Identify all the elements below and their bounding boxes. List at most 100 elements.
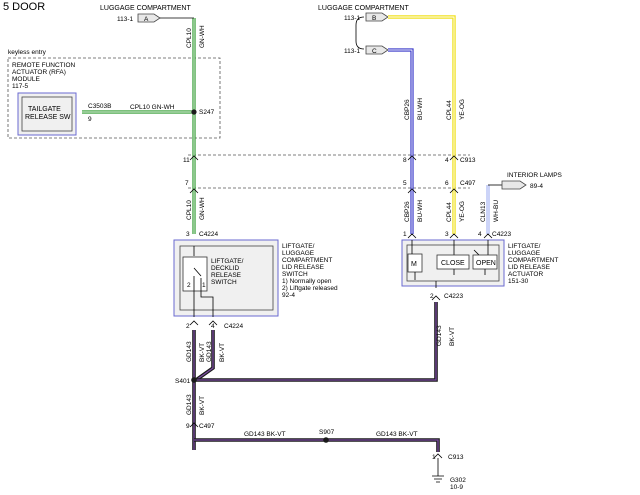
- actuator-ref: 151-30: [508, 278, 529, 285]
- connector-interior-lamps: INTERIOR LAMPS 89-4: [501, 172, 563, 190]
- c497-bot-pin: 9: [186, 423, 190, 430]
- c497-left-pin: 7: [185, 180, 189, 187]
- ground-symbol: [432, 458, 444, 483]
- rfa-module-line3: MODULE: [12, 76, 40, 83]
- c913-bot-marker: [433, 453, 443, 459]
- wire-cbp26-mid-circuit: CBP26: [404, 201, 411, 222]
- splice-s907-label: S907: [319, 429, 335, 436]
- liftgate-switch-ref: 92-4: [282, 292, 295, 299]
- wire-gd143-c-circuit: GD143: [186, 394, 193, 415]
- connector-c-letter: C: [372, 48, 377, 55]
- c4224-bot-pin-b: 4: [211, 323, 215, 330]
- wire-gd143-h1: GD143 BK-VT: [244, 431, 286, 438]
- actuator-close-label: CLOSE: [441, 260, 465, 267]
- connector-c: C 113-1: [344, 45, 389, 55]
- connector-a: A 113-1: [117, 13, 194, 23]
- connector-c3503b-id: C3503B: [88, 103, 112, 110]
- c4224-bot-pin-a: 2: [186, 323, 190, 330]
- wire-gd143-b-color: BK-VT: [219, 343, 226, 362]
- actuator-output-leads: [435, 269, 486, 288]
- c497-bot-id: C497: [199, 423, 215, 430]
- liftgate-switch-label2: LUGGAGE: [282, 250, 315, 257]
- interior-lamps-label: INTERIOR LAMPS: [507, 172, 563, 179]
- switch-pin-a: 2: [187, 282, 191, 289]
- switch-inner-line4: SWITCH: [211, 279, 237, 286]
- actuator-close-box: [436, 254, 470, 270]
- tailgate-sw-line2: RELEASE SW: [25, 114, 71, 121]
- c497-right-pin-a: 5: [403, 180, 407, 187]
- wire-cpl44-top-color: YE-OG: [459, 99, 466, 120]
- c913-right-pin-a: 8: [403, 157, 407, 164]
- bc-bracket: [355, 16, 365, 50]
- wire-cbp26: [388, 48, 414, 234]
- c913-right-id: C913: [460, 157, 476, 164]
- c497-right-id: C497: [460, 180, 476, 187]
- c4223-top-pin-a: 1: [403, 231, 407, 238]
- c913-right-pin-b: 4: [445, 157, 449, 164]
- splice-s401-dot: [191, 377, 197, 383]
- c4223-top-pin-c: 4: [478, 231, 482, 238]
- rfa-module-line2: ACTUATOR (RFA): [12, 69, 66, 76]
- switch-contact: [193, 246, 202, 291]
- left-inline-markers: [189, 155, 199, 194]
- c4223-bot-pin: 2: [430, 293, 434, 300]
- tailgate-release-sw-inner: [21, 96, 73, 132]
- switch-pin-b: 1: [202, 282, 206, 289]
- liftgate-switch-note2: 2) Liftgate released: [282, 285, 338, 292]
- tailgate-sw-line1: TAILGATE: [28, 106, 61, 113]
- section-luggage-right: LUGGAGE COMPARTMENT: [318, 5, 409, 12]
- wire-gd143-a-circuit: GD143: [186, 341, 193, 362]
- splice-s247-dot: [191, 109, 197, 115]
- liftgate-switch-label3: COMPARTMENT: [282, 257, 332, 264]
- wire-cpl10-mid-circuit: CPL10: [186, 200, 193, 220]
- right-inline-markers: [407, 155, 459, 194]
- wire-cbp26-mid-color: BU-WH: [417, 200, 424, 222]
- actuator-label4: LID RELEASE: [508, 264, 551, 271]
- c4223-bot-id: C4223: [444, 293, 464, 300]
- actuator-label5: ACTUATOR: [508, 271, 543, 278]
- wire-gd143-d-color: BK-VT: [449, 327, 456, 346]
- switch-inner-line2: DECKLID: [211, 265, 239, 272]
- c913-left-pin: 11: [183, 157, 190, 164]
- tailgate-release-sw-box: [17, 92, 77, 136]
- c4223-top-markers: [407, 233, 493, 239]
- connector-a-letter: A: [144, 16, 149, 23]
- c913-bot-id: C913: [448, 454, 464, 461]
- splice-s401-label: S401: [175, 378, 191, 385]
- connector-b-ref: 113-1: [344, 15, 361, 22]
- splice-s247-label: S247: [199, 109, 215, 116]
- wire-cpl44-top-circuit: CPL44: [446, 100, 453, 120]
- connector-b: B 113-1: [344, 12, 389, 22]
- switch-inner-line3: RELEASE: [211, 272, 242, 279]
- c497-bot-marker: [189, 422, 199, 428]
- c4223-top-id: C4223: [492, 231, 512, 238]
- keyless-entry-region: [7, 57, 221, 139]
- wire-cpl10: [82, 18, 197, 234]
- actuator-inner: [406, 244, 500, 282]
- wire-cpl44-mid-circuit: CPL44: [446, 202, 453, 222]
- splice-s907-dot: [323, 437, 329, 443]
- c4224-top-pin: 3: [186, 231, 190, 238]
- c4223-bot-marker: [431, 295, 441, 301]
- c4224-bot-markers: [189, 320, 218, 326]
- wire-gd143: [191, 302, 440, 452]
- connector-b-letter: B: [372, 15, 376, 22]
- section-luggage-left: LUGGAGE COMPARTMENT: [100, 5, 191, 12]
- wire-cln13-color: WH-BU: [493, 200, 500, 222]
- wire-gd143-b-circuit: GD143: [206, 341, 213, 362]
- switch-inner-line1: LIFTGATE/: [211, 258, 244, 265]
- wire-gd143-a-color: BK-VT: [199, 343, 206, 362]
- liftgate-switch-note1: 1) Normally open: [282, 278, 332, 285]
- wire-cpl44-mid-color: YE-OG: [459, 201, 466, 222]
- interior-lamps-ref: 89-4: [530, 183, 543, 190]
- actuator-label1: LIFTGATE/: [508, 243, 541, 250]
- wire-cpl44: [388, 15, 456, 234]
- wire-cpl10-top-color: GN-WH: [199, 25, 206, 48]
- connector-c3503b-pin: 9: [88, 116, 92, 123]
- switch-symbol-box: [182, 256, 208, 292]
- liftgate-switch-label5: SWITCH: [282, 271, 308, 278]
- wire-gd143-d-circuit: GD143: [436, 325, 443, 346]
- c4224-bot-id: C4224: [224, 323, 244, 330]
- rfa-module-ref: 117-5: [12, 83, 29, 90]
- ground-g302-id: G302: [450, 477, 466, 484]
